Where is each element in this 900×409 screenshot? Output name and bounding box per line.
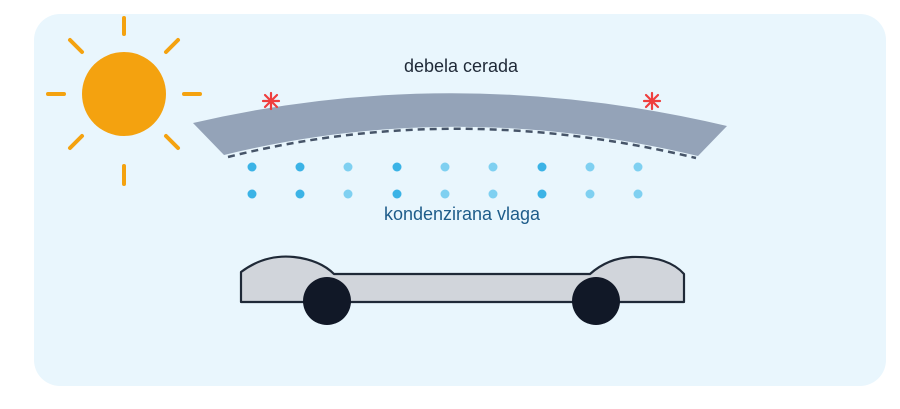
sun-rays <box>46 16 202 186</box>
droplet <box>392 162 402 172</box>
droplet <box>247 162 257 172</box>
droplet <box>247 189 257 199</box>
droplet <box>537 162 547 172</box>
droplet <box>488 189 498 199</box>
car-body <box>239 255 686 304</box>
droplet <box>633 162 643 172</box>
sparkle-icon <box>642 91 662 111</box>
droplet <box>488 162 498 172</box>
tarp-label: debela cerada <box>404 56 519 76</box>
car-wheel-rear <box>572 277 620 325</box>
droplet <box>392 189 402 199</box>
condensation-line <box>227 127 697 160</box>
moisture-label: kondenzirana vlaga <box>384 204 541 224</box>
droplet <box>537 189 547 199</box>
droplet <box>343 162 353 172</box>
droplet <box>440 162 450 172</box>
moisture-droplets <box>247 162 643 199</box>
sun-icon <box>46 16 202 186</box>
droplet <box>343 189 353 199</box>
sun-disc <box>82 52 166 136</box>
sparkle-icon <box>261 91 281 111</box>
droplet <box>585 162 595 172</box>
droplet <box>633 189 643 199</box>
droplet <box>440 189 450 199</box>
car-icon <box>239 255 686 325</box>
droplet <box>585 189 595 199</box>
tarp-shape <box>193 93 727 156</box>
droplet <box>295 189 305 199</box>
droplet <box>295 162 305 172</box>
car-wheel-front <box>303 277 351 325</box>
